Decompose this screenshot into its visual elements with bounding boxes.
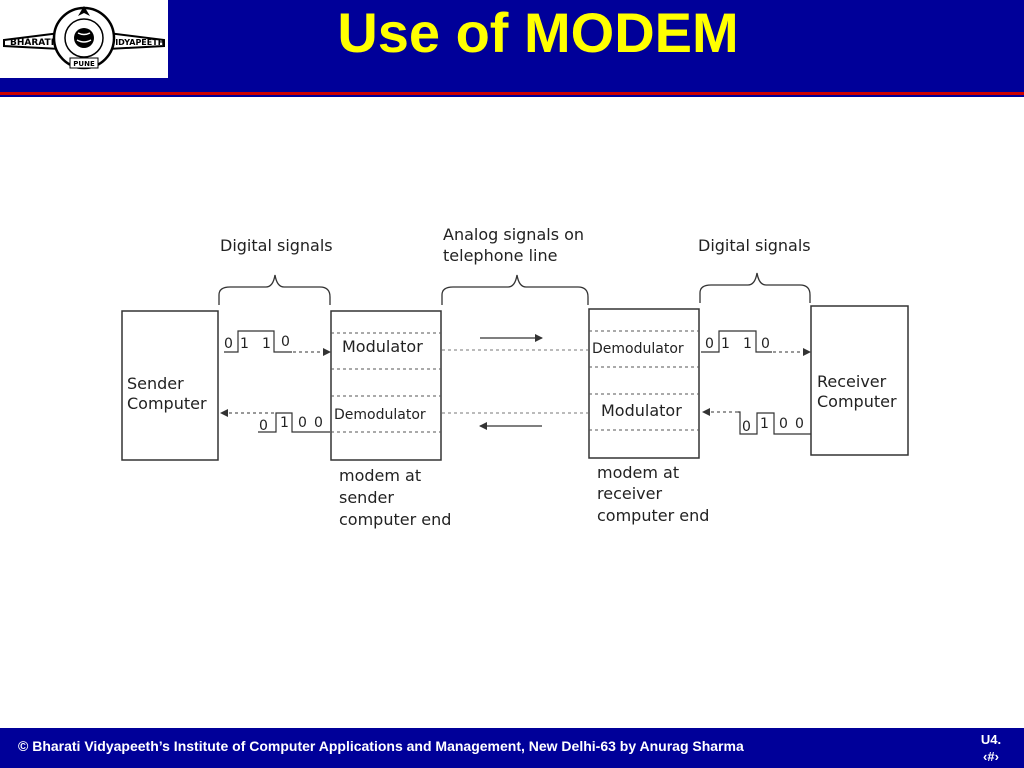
logo-torch-icon [78,6,90,16]
bit-label: 0 [705,336,714,352]
sender-modem-box [330,310,442,461]
bit-label: 1 [262,336,271,352]
bit-label: 0 [281,334,290,350]
receiver-modulator-label: Modulator [601,401,682,420]
caption-sender-line3: computer end [339,510,451,529]
slide-footer [0,728,1024,768]
bit-label: 1 [280,415,289,431]
bit-label: 0 [761,336,770,352]
brace-digital-left [218,274,331,305]
caption-receiver-line2: receiver [597,484,662,503]
caption-receiver-line1: modem at [597,463,679,482]
slide-title: Use of MODEM [337,1,739,64]
institute-logo: BHARATI VIDYAPEETH PUNE [0,0,168,78]
logo-right-text: VIDYAPEETH [109,38,164,47]
receiver-label-line2: Computer [817,392,897,411]
digital-waveform-right-bottom [738,411,811,435]
digital-waveform-left-bottom [258,412,330,433]
bit-label: 1 [240,336,249,352]
label-analog-line1: Analog signals on [443,225,584,244]
logo-bottom-ribbon [69,57,99,69]
logo-left-text: BHARATI [10,38,54,48]
label-analog-line2: telephone line [443,246,557,265]
receiver-modem-box [588,308,700,459]
receiver-demodulator-label: Demodulator [592,341,684,357]
digital-waveform-left-top [224,330,292,353]
slide-number-value: ‹#› [983,749,999,764]
label-digital-signals-right: Digital signals [698,236,811,255]
footer-copyright: © Bharati Vidyapeeth’s Institute of Comp… [18,738,744,754]
header-red-rule [0,92,1024,95]
receiver-label-line1: Receiver [817,372,887,391]
brace-analog [441,274,589,305]
bit-label: 1 [743,336,752,352]
sender-computer-box [121,310,219,461]
slide-number: U4. ‹#› [968,731,1014,765]
bit-label: 0 [742,419,751,435]
header-blue-rule [0,95,1024,97]
bit-label: 1 [721,336,730,352]
brace-digital-right [699,272,811,303]
bit-label: 0 [795,416,804,432]
caption-sender-line1: modem at [339,466,421,485]
bit-label: 0 [314,415,323,431]
digital-waveform-right-top [701,330,772,353]
bit-label: 0 [779,416,788,432]
sender-modulator-label: Modulator [342,337,423,356]
slide-header [0,0,1024,92]
caption-sender-line2: sender [339,488,394,507]
bit-label: 0 [298,415,307,431]
receiver-computer-box [810,305,909,456]
sender-label-line1: Sender [127,374,184,393]
label-digital-signals-left: Digital signals [220,236,333,255]
logo-emblem: BHARATI VIDYAPEETH PUNE [3,6,165,70]
logo-bottom-text: PUNE [73,60,95,68]
sender-label-line2: Computer [127,394,207,413]
slide-number-prefix: U4. [980,732,1002,747]
caption-receiver-line3: computer end [597,506,709,525]
bit-label: 0 [224,336,233,352]
bit-label: 0 [259,418,268,434]
sender-demodulator-label: Demodulator [334,407,426,423]
bit-label: 1 [760,416,769,432]
logo-globe-lines [76,32,92,43]
